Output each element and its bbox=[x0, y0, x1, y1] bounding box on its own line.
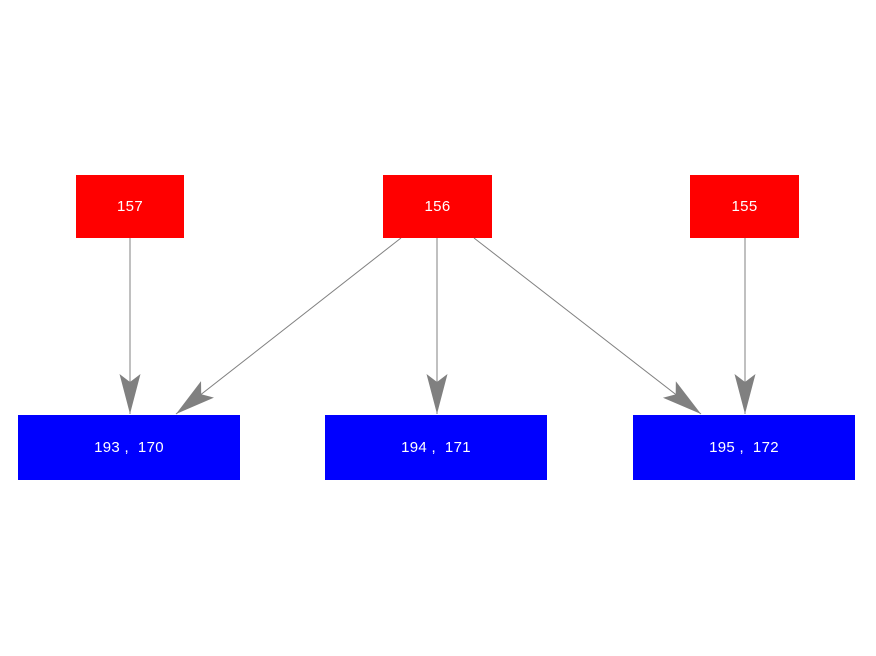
node-194-171-label: 194 , 171 bbox=[401, 439, 471, 456]
node-194-171: 194 , 171 bbox=[325, 415, 547, 480]
edge-156-to-193-170 bbox=[175, 237, 402, 415]
node-155: 155 bbox=[690, 175, 799, 238]
node-156-label: 156 bbox=[424, 198, 451, 215]
node-157-label: 157 bbox=[117, 198, 143, 215]
node-156: 156 bbox=[383, 175, 492, 238]
node-157: 157 bbox=[76, 175, 184, 238]
edge-156-to-195-172 bbox=[473, 237, 702, 415]
node-155-label: 155 bbox=[731, 198, 758, 215]
node-193-170-label: 193 , 170 bbox=[94, 439, 164, 456]
node-195-172: 195 , 172 bbox=[633, 415, 855, 480]
node-193-170: 193 , 170 bbox=[18, 415, 240, 480]
node-195-172-label: 195 , 172 bbox=[709, 439, 779, 456]
